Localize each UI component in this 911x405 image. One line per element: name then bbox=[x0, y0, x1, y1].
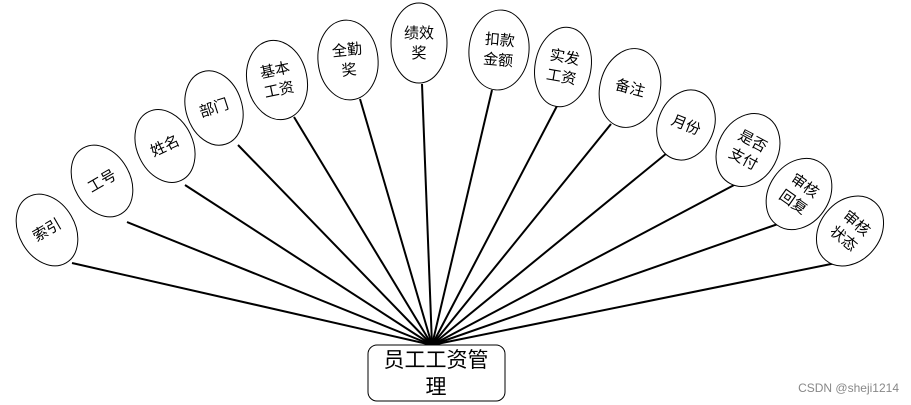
attribute-ellipse bbox=[70, 144, 134, 218]
attribute-bumen: 部门 bbox=[184, 70, 244, 146]
connector-shifou-zhifu bbox=[431, 183, 737, 346]
connector-xingming bbox=[184, 184, 433, 346]
attribute-ellipse bbox=[815, 195, 885, 267]
attribute-label: 金额 bbox=[482, 50, 513, 71]
attribute-xingming: 姓名 bbox=[134, 109, 196, 183]
attribute-quanqin-jiang: 全勤奖 bbox=[317, 19, 379, 101]
attribute-label: 奖 bbox=[411, 44, 426, 62]
attribute-ellipse bbox=[245, 39, 309, 121]
connector-shenhe-zhuangtai bbox=[431, 262, 837, 346]
attribute-label: 实发 bbox=[548, 46, 581, 69]
watermark: CSDN @sheji1214 bbox=[798, 381, 899, 395]
attribute-ellipse bbox=[598, 48, 662, 128]
attribute-ellipse bbox=[134, 109, 196, 183]
attribute-ellipse bbox=[468, 9, 530, 91]
attribute-jixiao-jiang: 绩效奖 bbox=[390, 2, 448, 84]
connector-suoyin bbox=[71, 262, 433, 346]
entity-label: 理 bbox=[426, 375, 447, 399]
attribute-ellipse bbox=[390, 2, 448, 84]
attribute-gonghao: 工号 bbox=[70, 144, 134, 218]
connector-bumen bbox=[237, 144, 433, 346]
attribute-ellipse bbox=[656, 89, 716, 161]
connector-gonghao bbox=[126, 221, 433, 346]
attribute-ellipse bbox=[317, 19, 379, 101]
attribute-suoyin: 索引 bbox=[15, 193, 79, 267]
attribute-label: 奖 bbox=[341, 60, 358, 79]
entity-label: 员工工资管 bbox=[384, 348, 489, 372]
entity-box bbox=[367, 344, 506, 402]
connector-shifa-gongzi bbox=[431, 103, 559, 346]
connector-jiben-gongzi bbox=[293, 116, 433, 346]
connector-jixiao-jiang bbox=[421, 83, 433, 346]
attribute-label: 全勤 bbox=[331, 40, 363, 61]
attribute-ellipse bbox=[715, 113, 781, 187]
connector-quanqin-jiang bbox=[359, 98, 433, 346]
connector-shenhe-huifu bbox=[431, 223, 779, 346]
attribute-label: 工资 bbox=[545, 65, 578, 88]
connector-beizhu bbox=[431, 123, 612, 346]
connector-yuefen bbox=[431, 152, 668, 346]
attribute-ellipse bbox=[765, 157, 833, 231]
connector-koukuan-jine bbox=[431, 89, 493, 346]
attribute-yuefen: 月份 bbox=[656, 89, 716, 161]
attribute-label: 基本 bbox=[258, 58, 291, 82]
attribute-ellipse bbox=[15, 193, 79, 267]
attribute-ellipse bbox=[184, 70, 244, 146]
attribute-ellipse bbox=[534, 26, 592, 108]
attribute-beizhu: 备注 bbox=[598, 48, 662, 128]
attribute-label: 扣款 bbox=[484, 30, 515, 51]
attribute-label: 绩效 bbox=[404, 24, 434, 42]
attribute-label: 工资 bbox=[263, 78, 296, 102]
